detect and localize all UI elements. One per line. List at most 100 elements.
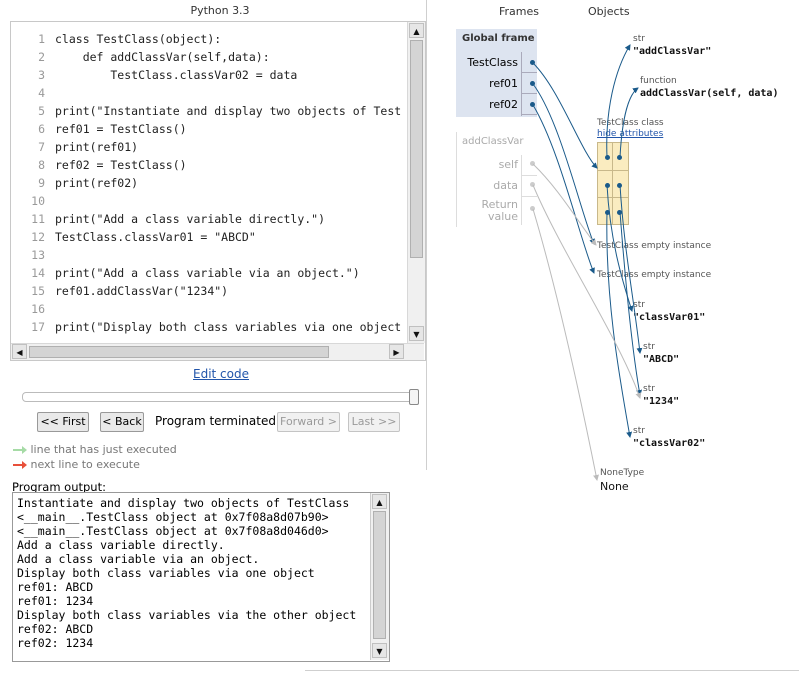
code-line: 3 TestClass.classVar02 = data xyxy=(38,68,298,82)
output-line: ref01: 1234 xyxy=(17,594,94,608)
code-line: 4 xyxy=(38,86,45,100)
pointer-dot xyxy=(605,183,610,188)
frame-separator xyxy=(521,114,537,115)
scroll-up-icon[interactable]: ▲ xyxy=(409,23,424,38)
arrow-ref02 xyxy=(532,104,595,274)
last-button[interactable]: Last >> xyxy=(348,412,400,432)
pointer-dot xyxy=(617,210,622,215)
arrow-key-addclassvar xyxy=(606,44,631,158)
output-line: Display both class variables via one obj… xyxy=(17,566,315,580)
frame-separator xyxy=(521,93,537,94)
panel-divider xyxy=(426,0,427,470)
frame-var-data: data xyxy=(493,179,518,192)
code-line: 13 xyxy=(31,248,45,262)
first-button[interactable]: << First xyxy=(37,412,89,432)
frame-var-ref02: ref02 xyxy=(489,98,518,111)
global-frame-title: Global frame xyxy=(462,33,535,44)
green-arrow-icon xyxy=(13,446,27,454)
edit-code-link[interactable]: Edit code xyxy=(193,367,249,381)
output-line: Instantiate and display two objects of T… xyxy=(17,496,350,510)
instance-label: TestClass empty instance xyxy=(597,241,712,251)
frame-separator xyxy=(521,155,522,225)
objects-header: Objects xyxy=(588,5,630,18)
method-frame xyxy=(456,132,538,227)
frame-separator xyxy=(521,72,537,73)
scroll-up-icon[interactable]: ▲ xyxy=(372,494,387,509)
code-horizontal-scrollbar[interactable]: ◀ ▶ xyxy=(11,343,424,360)
output-line: ref02: ABCD xyxy=(17,622,94,636)
pointer-dot xyxy=(617,155,622,160)
class-object xyxy=(597,142,629,225)
output-vertical-scrollbar[interactable]: ▲ ▼ xyxy=(370,493,389,660)
back-button[interactable]: < Back xyxy=(100,412,144,432)
code-line: 10 xyxy=(31,194,45,208)
class-row-separator xyxy=(598,197,628,198)
scroll-left-icon[interactable]: ◀ xyxy=(12,344,27,359)
hide-attributes-link-wrap[interactable]: hide attributes xyxy=(597,129,663,139)
object-type: str xyxy=(643,342,655,352)
object-type: NoneType xyxy=(600,468,645,478)
hide-attributes-link[interactable]: hide attributes xyxy=(597,129,664,139)
arrow-self xyxy=(532,163,597,246)
forward-button[interactable]: Forward > xyxy=(277,412,340,432)
output-line: ref02: 1234 xyxy=(17,636,94,650)
object-value: None xyxy=(600,480,629,493)
frame-return-label: Return xyxy=(481,198,518,211)
bottom-divider xyxy=(305,670,799,671)
code-vertical-scrollbar[interactable]: ▲ ▼ xyxy=(407,22,425,343)
code-line: 16 xyxy=(31,302,45,316)
pointer-dot xyxy=(530,60,535,65)
code-horizontal-scroll-thumb[interactable] xyxy=(29,346,329,358)
output-line: <__main__.TestClass object at 0x7f08a8d0… xyxy=(17,510,329,524)
scroll-right-icon[interactable]: ▶ xyxy=(389,344,404,359)
output-line: <__main__.TestClass object at 0x7f08a8d0… xyxy=(17,524,329,538)
code-line: 2 def addClassVar(self,data): xyxy=(38,50,270,64)
program-output-box[interactable]: Instantiate and display two objects of T… xyxy=(12,492,390,662)
output-line: Add a class variable directly. xyxy=(17,538,225,552)
frame-var-testclass: TestClass xyxy=(467,56,518,69)
class-row-separator xyxy=(598,170,628,171)
step-slider-handle[interactable] xyxy=(409,389,419,405)
scroll-down-icon[interactable]: ▼ xyxy=(409,326,424,341)
pointer-dot xyxy=(530,102,535,107)
global-frame xyxy=(456,29,537,117)
object-type: str xyxy=(633,300,645,310)
class-type-label: TestClass class xyxy=(597,118,664,128)
program-output-label: Program output: xyxy=(12,480,106,494)
output-scroll-thumb[interactable] xyxy=(373,511,386,639)
frame-separator xyxy=(521,52,522,116)
frames-header: Frames xyxy=(499,5,540,18)
code-vertical-scroll-thumb[interactable] xyxy=(410,40,423,258)
method-frame-title: addClassVar xyxy=(462,136,524,147)
object-value: "classVar01" xyxy=(633,312,706,323)
object-type: function xyxy=(640,76,677,86)
class-col-separator xyxy=(612,143,613,224)
frame-var-self: self xyxy=(498,158,518,171)
step-slider[interactable] xyxy=(22,392,416,402)
object-value: "addClassVar" xyxy=(633,46,712,57)
pointer-dot xyxy=(530,81,535,86)
output-line: Add a class variable via an object. xyxy=(17,552,260,566)
pointer-dot xyxy=(530,206,535,211)
arrow-ref01 xyxy=(532,83,595,245)
output-line: ref01: ABCD xyxy=(17,580,94,594)
frame-return-label-2: value xyxy=(487,210,518,223)
scroll-down-icon[interactable]: ▼ xyxy=(372,643,387,658)
object-type: str xyxy=(643,384,655,394)
arrow-testclass xyxy=(532,62,598,169)
pointer-dot xyxy=(605,210,610,215)
legend-just-executed: line that has just executed xyxy=(13,443,177,456)
frame-separator xyxy=(521,175,537,176)
pointer-dot xyxy=(530,161,535,166)
